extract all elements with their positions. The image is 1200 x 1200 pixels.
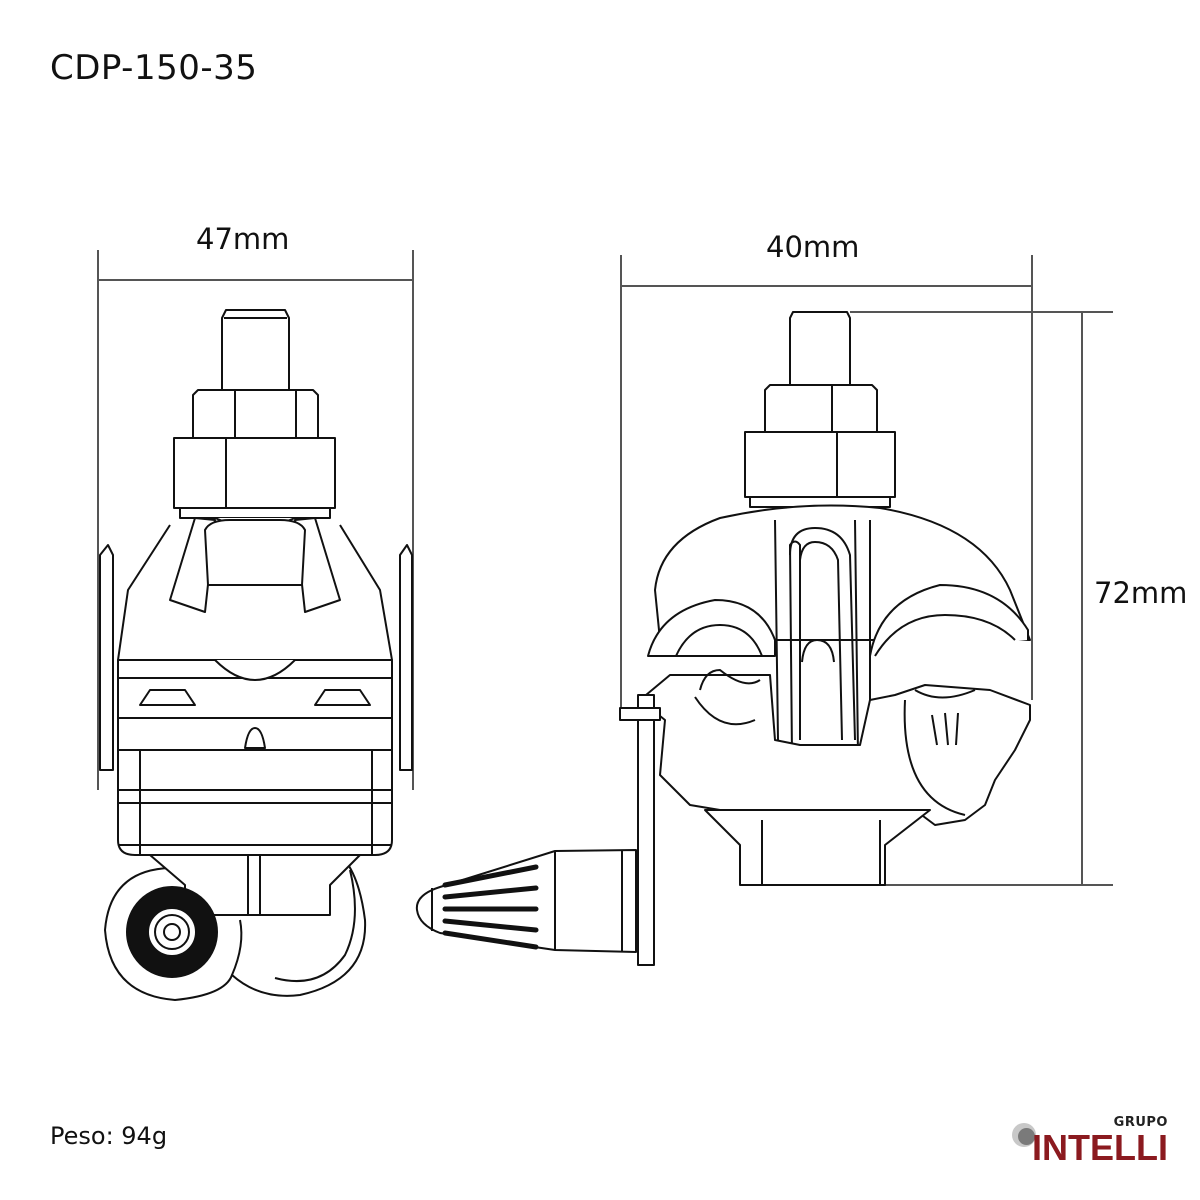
front-view-drawing — [99, 309, 413, 1001]
logo-circle-icon — [1012, 1123, 1036, 1147]
logo-brand-text: INTELLI — [1032, 1127, 1168, 1168]
grupo-intelli-logo: GRUPO INTELLI — [1010, 1115, 1180, 1170]
side-view-drawing — [415, 311, 1031, 966]
weight-label: Peso: 94g — [50, 1122, 168, 1150]
side-height-dimension-label: 72mm — [1094, 576, 1188, 610]
side-width-dimension-label: 40mm — [766, 230, 860, 264]
front-width-dimension-label: 47mm — [196, 222, 290, 256]
logo-grupo-text: GRUPO — [1113, 1115, 1168, 1130]
product-code-title: CDP-150-35 — [50, 48, 258, 88]
